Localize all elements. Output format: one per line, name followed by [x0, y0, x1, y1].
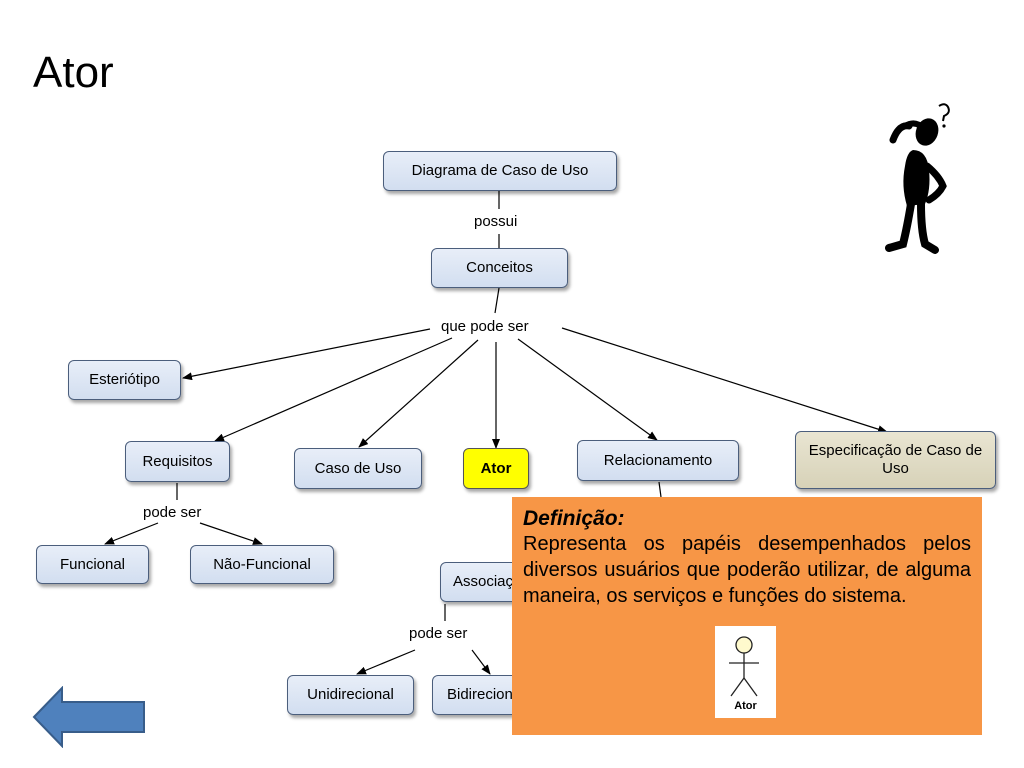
- link-label-pode-ser-associacao: pode ser: [407, 625, 470, 643]
- node-conceitos: Conceitos: [431, 248, 568, 288]
- node-caso-de-uso: Caso de Uso: [294, 448, 422, 489]
- definition-box: Definição: Representa os papéis desempen…: [512, 497, 982, 735]
- line-to-relacionamento: [517, 338, 658, 441]
- line-to-unidirecional: [356, 649, 416, 675]
- line-to-requisitos: [214, 337, 453, 442]
- node-funcional: Funcional: [36, 545, 149, 584]
- definition-title: Definição:: [523, 507, 625, 530]
- line-to-naofuncional: [199, 522, 263, 545]
- node-especificacao-caso-de-uso: Especificação de Caso de Uso: [795, 431, 996, 489]
- line-to-casodeuso: [358, 339, 479, 448]
- node-relacionamento: Relacionamento: [577, 440, 739, 481]
- thinking-person-icon: [885, 103, 950, 254]
- line-to-funcional: [104, 522, 159, 545]
- actor-symbol-card: Ator: [715, 626, 776, 718]
- line-to-bidirecional: [471, 649, 491, 675]
- line-conceitos-quepodeser: [494, 287, 500, 314]
- definition-text: Representa os papéis desempenhados pelos…: [523, 533, 971, 607]
- node-diagrama-caso-de-uso: Diagrama de Caso de Uso: [383, 151, 617, 191]
- line-to-esteriotipo: [182, 328, 431, 381]
- node-ator: Ator: [463, 448, 529, 489]
- node-unidirecional: Unidirecional: [287, 675, 414, 715]
- line-to-especificacao: [561, 327, 888, 434]
- stick-figure-icon: [729, 636, 759, 697]
- node-nao-funcional: Não-Funcional: [190, 545, 334, 584]
- node-esteriotipo: Esteriótipo: [68, 360, 181, 400]
- actor-symbol-label: Ator: [734, 700, 757, 712]
- left-arrow-icon[interactable]: [32, 686, 148, 748]
- node-requisitos: Requisitos: [125, 441, 230, 482]
- link-label-pode-ser-requisitos: pode ser: [141, 504, 204, 522]
- slide-title: Ator: [33, 48, 114, 97]
- link-label-possui: possui: [472, 213, 520, 231]
- link-label-que-pode-ser: que pode ser: [439, 318, 531, 336]
- line-relacionamento-down: [658, 481, 662, 498]
